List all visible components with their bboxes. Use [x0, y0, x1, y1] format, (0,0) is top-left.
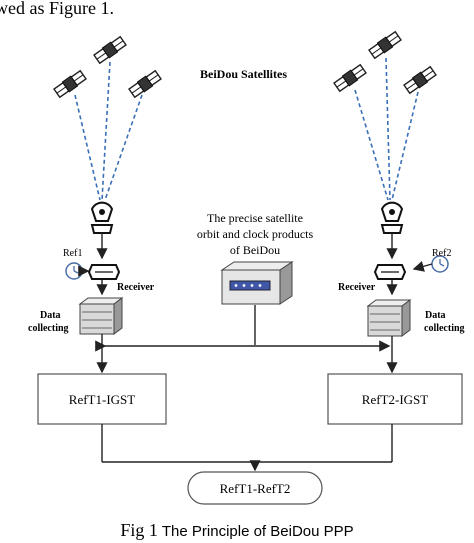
data-collecting-left-1: Data	[40, 310, 61, 321]
products-label-1: The precise satellite	[207, 211, 303, 225]
satellite-icon	[333, 64, 367, 92]
reft1-igst-box	[37, 373, 167, 425]
reft2-igst-box	[327, 373, 463, 425]
header-fragment: wed as Figure 1.	[0, 0, 114, 18]
receiver-icon	[374, 264, 406, 280]
clock-icon	[65, 262, 83, 280]
satellite-icon	[53, 70, 87, 98]
receiver-label-right: Receiver	[338, 282, 376, 293]
ref2-label: Ref2	[432, 248, 451, 259]
receiver-icon	[88, 264, 120, 280]
result-label: RefT1-RefT2	[220, 481, 291, 496]
product-server-icon	[220, 261, 294, 305]
products-label-3: of BeiDou	[230, 243, 280, 257]
data-collecting-right-1: Data	[425, 310, 446, 321]
reft2-igst-label: RefT2-IGST	[362, 392, 428, 407]
ref1-label: Ref1	[63, 248, 82, 259]
antenna-icon	[91, 201, 113, 234]
signal-lines-right	[354, 57, 419, 201]
satellites-label: BeiDou Satellites	[200, 67, 287, 81]
server-icon	[79, 297, 123, 335]
server-icon	[367, 299, 411, 337]
data-collecting-left-2: collecting	[28, 323, 69, 334]
receiver-label-left: Receiver	[117, 282, 155, 293]
products-label-2: orbit and clock products	[197, 227, 314, 241]
satellite-icon	[403, 66, 437, 94]
reft1-igst-label: RefT1-IGST	[69, 392, 135, 407]
figure-caption: Fig 1 The Principle of BeiDou PPP	[120, 520, 353, 540]
caption-prefix: Fig 1	[120, 520, 158, 540]
satellite-icon	[93, 36, 127, 64]
data-collecting-right-2: collecting	[424, 323, 465, 334]
antenna-icon	[381, 201, 403, 234]
signal-lines-left	[74, 61, 143, 201]
caption-text: The Principle of BeiDou PPP	[162, 523, 354, 540]
satellite-icon	[368, 31, 402, 59]
result-box	[187, 471, 323, 505]
satellite-icon	[128, 70, 162, 98]
